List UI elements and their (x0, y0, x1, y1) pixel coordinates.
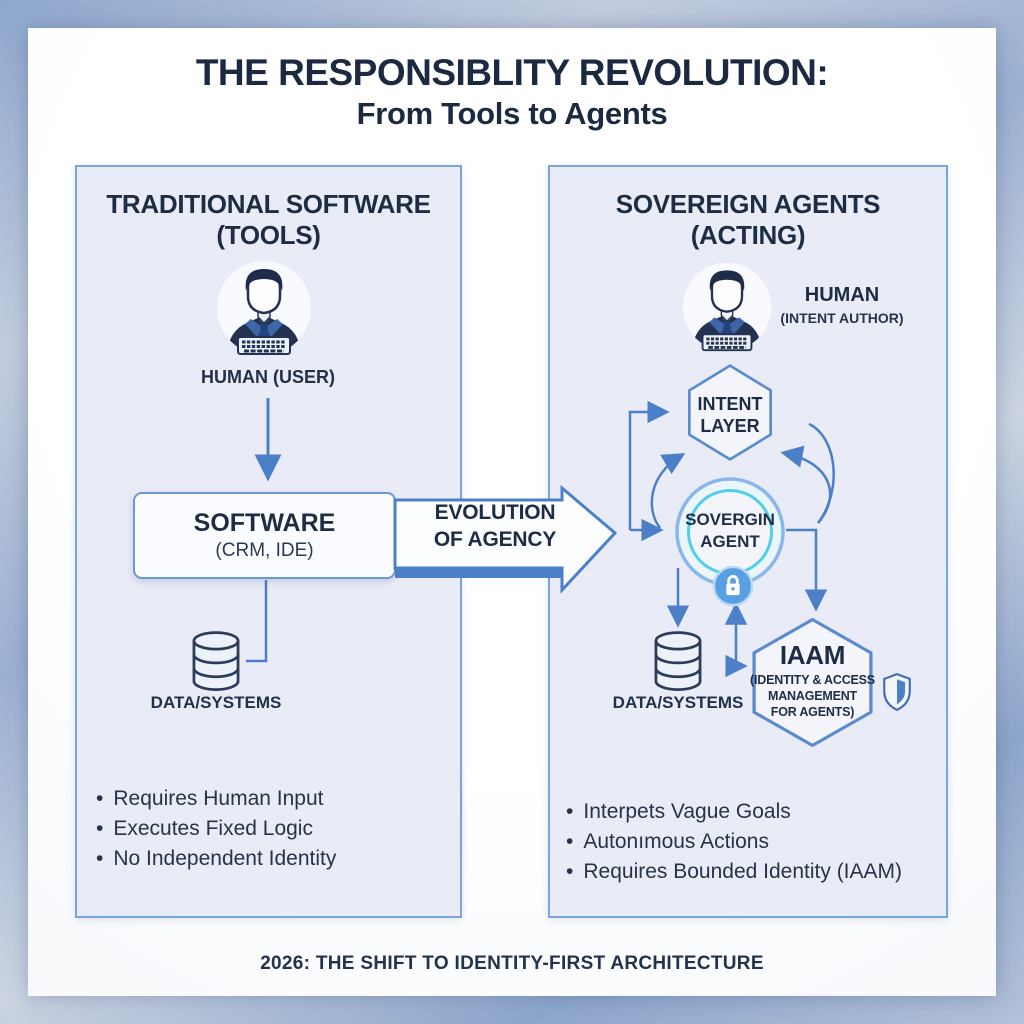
evolution-arrow: EVOLUTION OF AGENCY (393, 483, 618, 595)
evolution-label-line1: EVOLUTION (434, 501, 556, 524)
left-panel-heading-line2: (TOOLS) (216, 220, 321, 251)
right-panel-heading-line1: SOVEREIGN AGENTS (615, 189, 881, 219)
keyboard-icon (701, 333, 753, 352)
footer-caption: 2026: THE SHIFT TO IDENTITY-FIRST ARCHIT… (260, 953, 764, 974)
iaam-title: IAAM (779, 640, 846, 670)
human-intent-author-icon (680, 260, 774, 354)
software-box: SOFTWARE (CRM, IDE) (133, 492, 396, 579)
intent-layer-label: INTENT LAYER (685, 393, 775, 437)
lock-icon (712, 565, 754, 607)
evolution-arrow-label: EVOLUTION OF AGENCY (405, 499, 585, 553)
data-systems-label-right: DATA/SYSTEMS (612, 693, 744, 712)
human-author-line1: HUMAN (804, 284, 880, 306)
human-user-icon (214, 258, 314, 358)
arrow-bottom-band (395, 567, 562, 578)
left-panel-heading: TRADITIONAL SOFTWARE (TOOLS) (77, 189, 460, 251)
software-box-title: SOFTWARE (193, 509, 336, 537)
human-intent-author-label: HUMAN (INTENT AUTHOR) (762, 284, 922, 326)
sovereign-agent-label: SOVERGIN AGENT (672, 509, 788, 553)
left-bullet-3: No Independent Identity (96, 844, 336, 874)
human-user-label: HUMAN (USER) (201, 367, 335, 387)
iaam-subtitle: (IDENTITY & ACCESS MANAGEMENT FOR AGENTS… (749, 672, 876, 720)
right-bullet-3: Requires Bounded Identity (IAAM) (566, 857, 902, 887)
software-box-subtitle: (CRM, IDE) (215, 540, 314, 561)
page-subtitle: From Tools to Agents (356, 96, 668, 131)
iaam-sub-line1: (IDENTITY & ACCESS (750, 673, 875, 687)
right-bullet-2: Autonımous Actions (566, 827, 902, 857)
database-icon (186, 628, 246, 696)
right-bullet-list: Interpets Vague Goals Autonımous Actions… (566, 797, 902, 887)
right-panel-heading: SOVEREIGN AGENTS (ACTING) (550, 189, 946, 251)
database-icon-right (648, 628, 708, 696)
left-bullet-list: Requires Human Input Executes Fixed Logi… (96, 784, 336, 874)
shield-icon (880, 671, 914, 713)
left-panel-heading-line1: TRADITIONAL SOFTWARE (106, 189, 431, 219)
data-systems-label-left: DATA/SYSTEMS (150, 693, 282, 712)
intent-line1: INTENT (697, 394, 763, 414)
page-title: THE RESPONSIBLITY REVOLUTION: (195, 52, 829, 93)
iaam-sub-line3: FOR AGENTS) (770, 705, 855, 719)
iaam-sub-line2: MANAGEMENT (768, 689, 857, 703)
right-panel-heading-line2: (ACTING) (690, 220, 806, 251)
intent-layer-hexagon: INTENT LAYER (685, 363, 775, 462)
human-author-line2: (INTENT AUTHOR) (780, 310, 904, 326)
left-bullet-2: Executes Fixed Logic (96, 814, 336, 844)
agent-line1: SOVERGIN (685, 510, 775, 529)
agent-line2: AGENT (700, 532, 760, 551)
evolution-label-line2: OF AGENCY (433, 528, 557, 551)
intent-line2: LAYER (700, 416, 760, 436)
iaam-hexagon: IAAM (IDENTITY & ACCESS MANAGEMENT FOR A… (749, 616, 876, 749)
right-bullet-1: Interpets Vague Goals (566, 797, 902, 827)
left-bullet-1: Requires Human Input (96, 784, 336, 814)
keyboard-icon (237, 336, 291, 355)
